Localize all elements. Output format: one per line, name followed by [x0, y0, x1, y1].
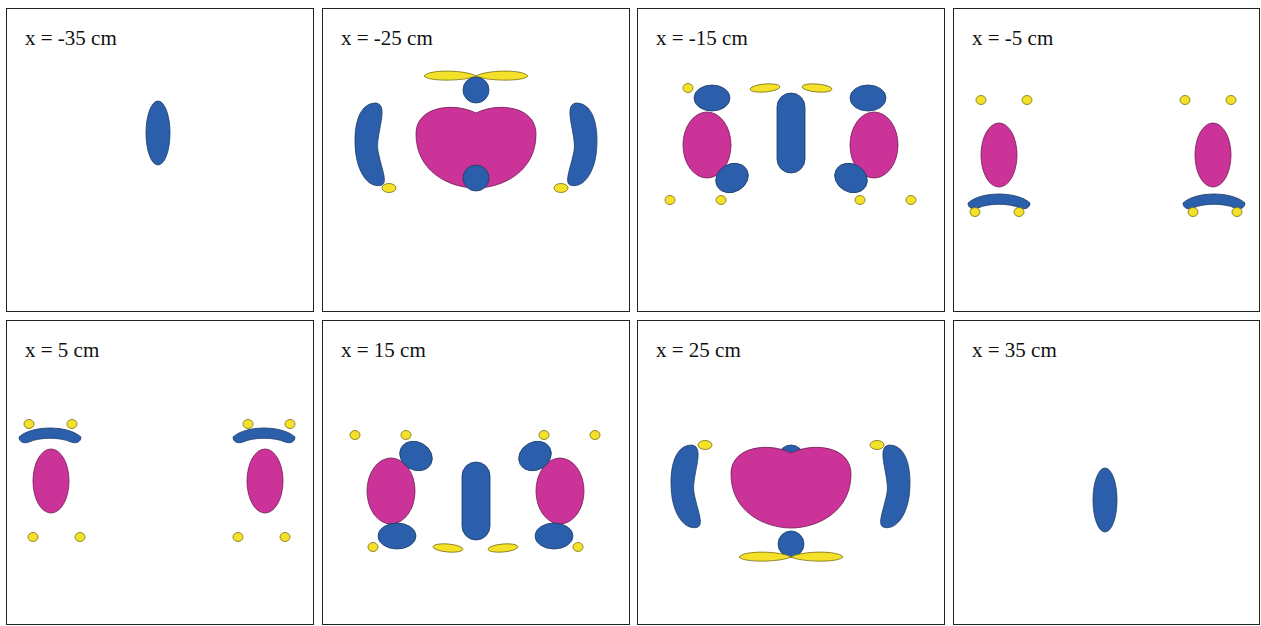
yellow-structure — [976, 96, 986, 105]
yellow-structure — [368, 543, 378, 552]
panel-frame: x = -35 cm — [6, 8, 314, 312]
blue-structure — [671, 445, 700, 528]
position-label: x = 5 cm — [25, 339, 99, 362]
blue-structure — [233, 428, 295, 443]
position-label: x = -5 cm — [972, 27, 1053, 50]
yellow-structure — [350, 431, 360, 440]
blue-structure — [829, 157, 872, 198]
yellow-structure — [233, 533, 243, 542]
blue-structure — [146, 101, 170, 165]
yellow-structure — [285, 420, 295, 429]
magenta-structure — [367, 458, 415, 524]
yellow-structure — [750, 83, 781, 94]
yellow-structure — [698, 441, 712, 450]
blue-structure — [881, 445, 910, 528]
blue-structure — [968, 194, 1030, 209]
yellow-structure — [855, 196, 865, 205]
yellow-structure — [906, 196, 916, 205]
blue-structure — [355, 103, 384, 186]
panel-frame: x = 25 cm — [637, 320, 945, 625]
yellow-structure — [970, 208, 980, 217]
yellow-structure — [1188, 208, 1198, 217]
blue-structure — [778, 531, 804, 557]
panel-frame: x = 5 cm — [6, 320, 314, 625]
panel-frame: x = 15 cm — [322, 320, 630, 625]
yellow-structure — [665, 196, 675, 205]
yellow-structure — [75, 533, 85, 542]
yellow-structure — [802, 83, 833, 94]
panel-frame: x = -5 cm — [953, 8, 1260, 312]
blue-structure — [535, 523, 573, 549]
yellow-structure — [870, 441, 884, 450]
yellow-structure — [1014, 208, 1024, 217]
yellow-structure — [280, 533, 290, 542]
yellow-structure — [573, 543, 583, 552]
blue-structure — [1183, 194, 1245, 209]
blue-structure — [378, 523, 416, 549]
panel-frame: x = 35 cm — [953, 320, 1260, 625]
position-label: x = -15 cm — [656, 27, 748, 50]
position-label: x = -25 cm — [341, 27, 433, 50]
magenta-structure — [536, 458, 584, 524]
blue-structure — [1093, 468, 1117, 532]
magenta-structure — [981, 123, 1017, 187]
yellow-structure — [1022, 96, 1032, 105]
blue-structure — [850, 85, 886, 111]
yellow-structure — [433, 543, 464, 554]
blue-structure — [777, 93, 805, 173]
yellow-structure — [739, 552, 843, 561]
yellow-structure — [401, 431, 411, 440]
blue-structure — [463, 77, 489, 103]
yellow-structure — [1226, 96, 1236, 105]
position-label: x = 25 cm — [656, 339, 741, 362]
panel-frame: x = -25 cm — [322, 8, 630, 312]
yellow-structure — [488, 543, 519, 554]
yellow-structure — [67, 420, 77, 429]
yellow-structure — [1180, 96, 1190, 105]
yellow-structure — [590, 431, 600, 440]
blue-structure — [568, 103, 597, 186]
magenta-structure — [731, 447, 851, 528]
blue-structure — [694, 85, 730, 111]
blue-structure — [513, 435, 556, 476]
yellow-structure — [382, 184, 396, 193]
magenta-structure — [1195, 123, 1231, 187]
blue-structure — [463, 165, 489, 191]
yellow-structure — [539, 431, 549, 440]
blue-structure — [710, 157, 753, 198]
yellow-structure — [683, 84, 693, 93]
yellow-structure — [716, 196, 726, 205]
position-label: x = 15 cm — [341, 339, 426, 362]
position-label: x = 35 cm — [972, 339, 1057, 362]
yellow-structure — [243, 420, 253, 429]
blue-structure — [19, 428, 81, 443]
yellow-structure — [28, 533, 38, 542]
magenta-structure — [33, 449, 69, 513]
panel-frame: x = -15 cm — [637, 8, 945, 312]
yellow-structure — [554, 184, 568, 193]
yellow-structure — [24, 420, 34, 429]
yellow-structure — [1232, 208, 1242, 217]
blue-structure — [462, 462, 490, 540]
magenta-structure — [247, 449, 283, 513]
position-label: x = -35 cm — [25, 27, 117, 50]
blue-structure — [394, 435, 437, 476]
